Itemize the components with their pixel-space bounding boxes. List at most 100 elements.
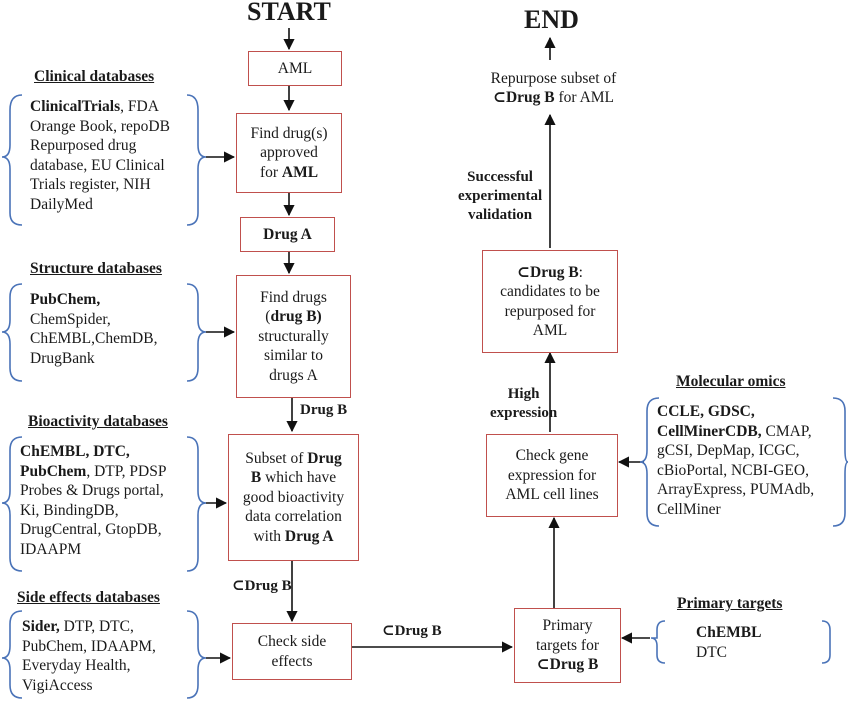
text-line: Everyday Health, (22, 656, 156, 676)
text-run: Everyday Health, (22, 657, 131, 674)
bold-text-run: ChEMBL (696, 624, 762, 641)
text-run: Trials register, NIH (30, 176, 151, 193)
high-expression-label: High expression (490, 385, 557, 423)
molecular-omics-title: Molecular omics (676, 373, 786, 390)
text-run: Find drug(s) (250, 124, 328, 142)
text-line: with Drug A (253, 527, 333, 547)
text-run: AML (277, 59, 313, 77)
drug-b-arrow-label: Drug B (300, 402, 348, 418)
text-line: Ki, BindingDB, (20, 501, 166, 521)
bracket-omics-left (639, 397, 660, 527)
bold-text-run: ⊂Drug B (536, 656, 599, 674)
text-run: Subset of (245, 449, 308, 467)
text-run: with (253, 527, 285, 545)
text-line: DrugCentral, GtopDB, (20, 520, 166, 540)
bracket-structure-left (1, 283, 23, 382)
text-run: , DTP, PDSP (86, 462, 167, 480)
structure-databases-list: PubChem, ChemSpider,ChEMBL,ChemDB,DrugBan… (30, 290, 157, 368)
text-run: ChemSpider, (30, 310, 111, 328)
text-run: cBioPortal, NCBI-GEO, (657, 461, 809, 479)
bracket-primary-left (650, 620, 666, 664)
text-line: Check side (258, 632, 326, 652)
bold-text-run: PubChem, (30, 291, 101, 308)
text-run: AML (532, 322, 568, 339)
bracket-primary-right (821, 620, 831, 664)
text-run: repurposed for (504, 302, 596, 320)
text-line: IDAAPM (20, 540, 166, 560)
text-line: Check gene (516, 446, 589, 466)
text-run: good bioactivity (242, 488, 345, 506)
text-line: B which have (251, 468, 336, 488)
text-run: CellMiner (657, 500, 721, 518)
bold-text-run: ⊂Drug B (492, 89, 555, 106)
text-line: VigiAccess (22, 676, 156, 696)
validation-label: Successful experimental validation (458, 168, 542, 225)
text-run: DrugBank (30, 349, 95, 367)
high-expression-line: High (507, 386, 540, 402)
drug-a-box: Drug A (240, 217, 335, 252)
validation-line: validation (467, 207, 533, 223)
text-run: database, EU Clinical (30, 156, 165, 174)
bold-text-run: Drug (307, 449, 342, 467)
text-run: approved (260, 144, 318, 162)
side-effects-databases-title: Side effects databases (17, 589, 160, 606)
text-line: AML (533, 321, 567, 341)
bracket-clinical-left (1, 94, 23, 226)
text-line: ⊂Drug B for AML (493, 88, 614, 108)
aml-box: AML (248, 51, 342, 86)
text-run: for (259, 163, 282, 181)
bracket-bioactivity-left (1, 436, 23, 572)
text-line: ⊂Drug B (537, 655, 599, 675)
text-line: PubChem, IDAAPM, (22, 637, 156, 657)
text-run: Probes & Drugs portal, (20, 482, 164, 499)
text-run: for AML (554, 89, 615, 106)
text-run: DTP, DTC, (59, 618, 134, 635)
text-line: Find drugs (260, 288, 327, 308)
mid-drug-b-arrow-label: ⊂Drug B (382, 623, 442, 639)
text-line: for AML (260, 163, 318, 183)
bioactivity-databases-title: Bioactivity databases (28, 413, 168, 430)
validation-line: Successful (467, 169, 533, 185)
structure-databases-title: Structure databases (30, 260, 162, 277)
text-line: AML (278, 59, 312, 79)
primary-targets-title: Primary targets (677, 595, 783, 612)
text-line: expression for (508, 466, 596, 486)
bracket-side-effects-right (186, 610, 207, 699)
high-expression-line: expression (490, 405, 558, 421)
text-run: Find drugs (260, 288, 327, 306)
text-line: Orange Book, repoDB (30, 117, 170, 137)
text-run: : (578, 263, 583, 281)
text-line: good bioactivity (243, 488, 344, 508)
text-line: ⊂Drug B: (517, 263, 583, 283)
text-line: targets for (536, 636, 599, 656)
side-effects-databases-list: Sider, DTP, DTC,PubChem, IDAAPM,Everyday… (22, 617, 156, 695)
text-run: DailyMed (30, 195, 93, 213)
text-line: ChemSpider, (30, 310, 157, 330)
text-line: Probes & Drugs portal, (20, 481, 166, 501)
text-run: ( (265, 308, 271, 326)
text-line: ChEMBL,ChemDB, (30, 329, 157, 349)
text-line: Find drug(s) (250, 124, 327, 144)
subset-drug-b-arrow-label: ⊂Drug B (232, 578, 292, 594)
bold-text-run: Drug A (263, 225, 312, 243)
bracket-side-effects-left (1, 610, 23, 699)
text-line: CellMiner (657, 500, 814, 520)
text-run: IDAAPM (20, 540, 82, 558)
text-line: approved (260, 143, 318, 163)
text-line: similar to (264, 346, 323, 366)
text-run: Repurpose subset of (490, 69, 617, 87)
text-run: Check gene (515, 447, 589, 465)
text-line: ChEMBL, DTC, (20, 442, 166, 462)
bold-text-run: ChEMBL, DTC, (20, 443, 130, 460)
text-line: CCLE, GDSC, (657, 402, 814, 422)
bold-text-run: AML (281, 163, 319, 181)
